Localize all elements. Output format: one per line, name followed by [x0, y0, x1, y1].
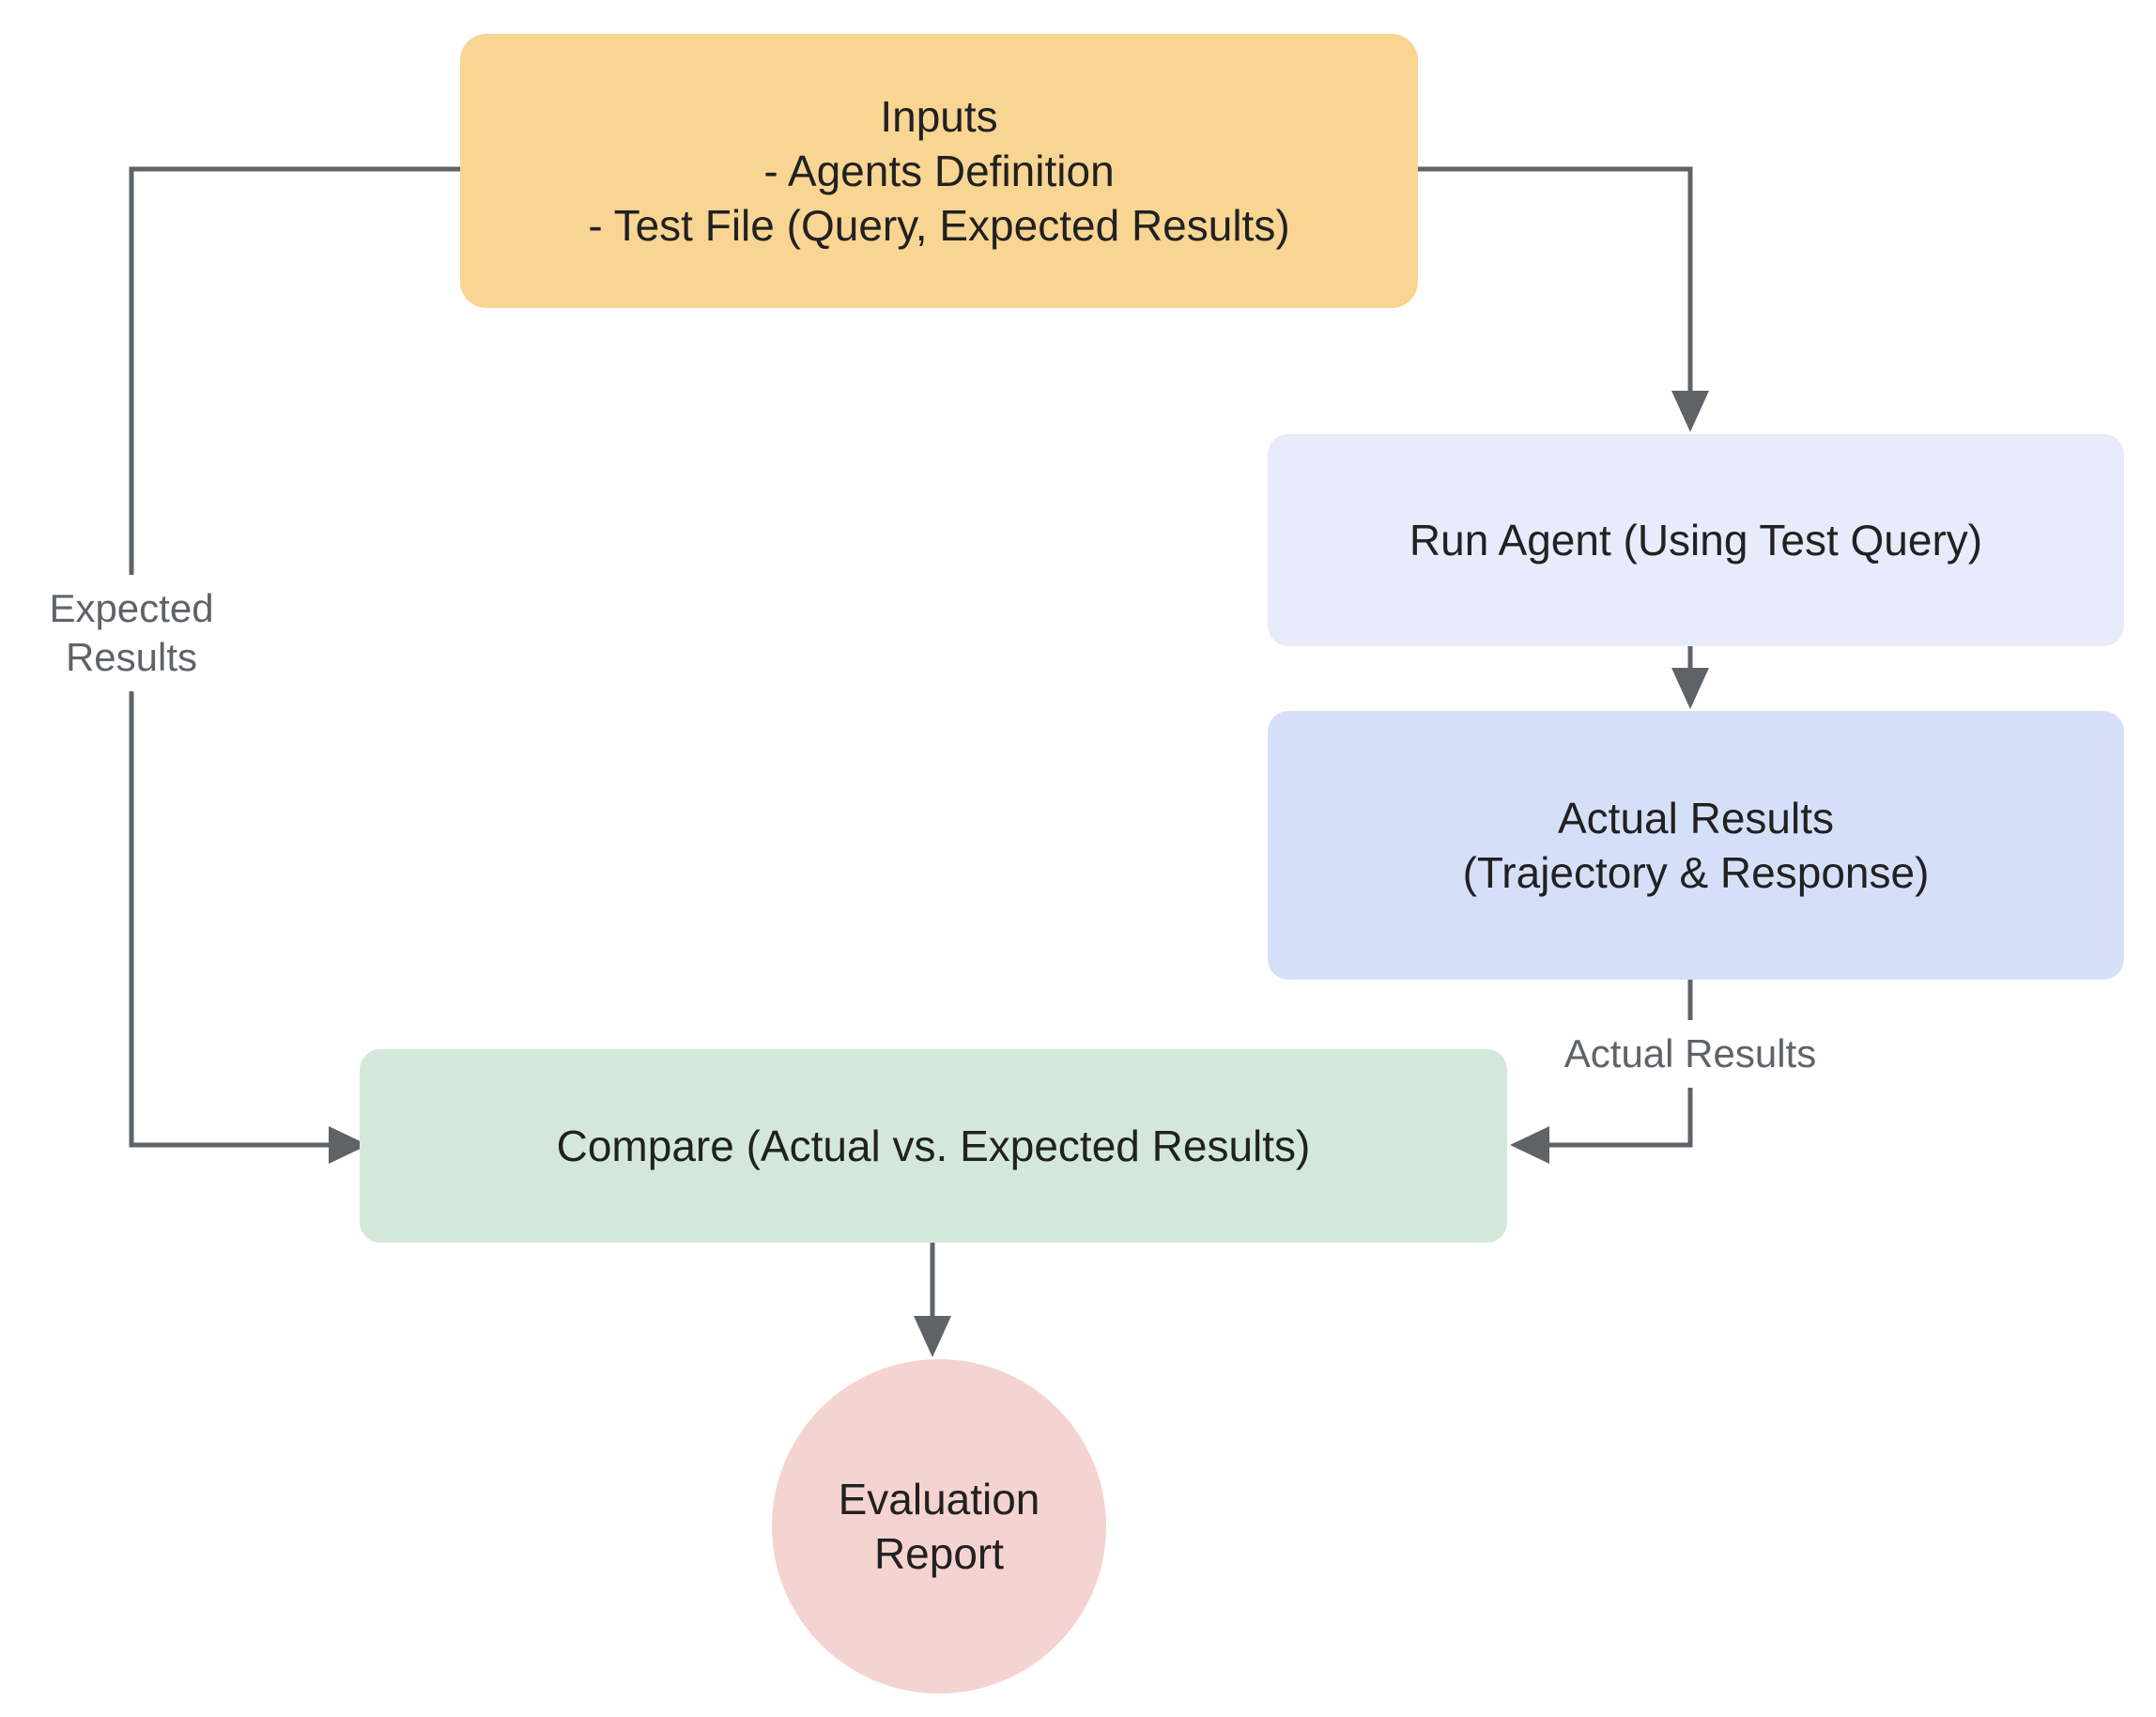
arrowhead-into-run-agent	[1671, 391, 1709, 432]
node-run-agent: Run Agent (Using Test Query)	[1268, 434, 2124, 646]
node-actual-results-label-line1: Actual Results	[1557, 794, 1834, 843]
arrowhead-into-compare-right	[1510, 1126, 1549, 1164]
node-compare-label: Compare (Actual vs. Expected Results)	[556, 1121, 1311, 1170]
node-inputs-item-agents-definition: - Agents Definition	[763, 147, 1115, 195]
arrowhead-into-evaluation-report	[914, 1316, 951, 1357]
edge-inputs-to-run-agent	[1418, 166, 1693, 391]
arrowhead-into-actual-results	[1671, 668, 1709, 709]
node-compare: Compare (Actual vs. Expected Results)	[360, 1049, 1507, 1243]
node-run-agent-label: Run Agent (Using Test Query)	[1409, 516, 1983, 565]
node-evaluation-report-label-line2: Report	[873, 1529, 1005, 1578]
node-inputs: Inputs - Agents Definition - Test File (…	[460, 34, 1418, 308]
node-actual-results-label-line2: (Trajectory & Response)	[1462, 848, 1930, 897]
node-inputs-item-test-file: - Test File (Query, Expected Results)	[588, 201, 1290, 250]
edge-label-expected-results: Expected Results	[19, 575, 244, 691]
node-evaluation-report-label-line1: Evaluation	[838, 1475, 1040, 1524]
edge-label-actual-results: Actual Results	[1533, 1020, 1847, 1088]
node-actual-results: Actual Results (Trajectory & Response)	[1268, 711, 2124, 980]
node-inputs-title: Inputs	[880, 92, 998, 141]
node-evaluation-report: Evaluation Report	[772, 1359, 1106, 1694]
arrowhead-into-compare-left	[329, 1126, 368, 1164]
